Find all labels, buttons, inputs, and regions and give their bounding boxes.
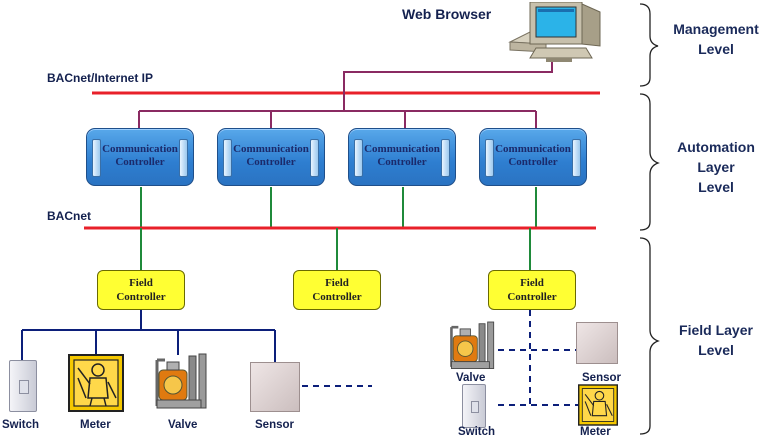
sensor-icon <box>576 322 618 364</box>
automation-brace <box>639 93 660 231</box>
sensor-label: Sensor <box>255 419 294 431</box>
controller-side-panel <box>572 139 581 177</box>
controller-side-panel <box>92 139 101 177</box>
field-controller[interactable]: Field Controller <box>97 270 185 310</box>
controller-side-panel <box>354 139 363 177</box>
switch-label: Switch <box>2 419 40 431</box>
switch-icon <box>462 384 486 428</box>
field-controller[interactable]: Field Controller <box>488 270 576 310</box>
meter-icon <box>578 384 618 426</box>
communication-controller-label: Communication Controller <box>233 143 309 168</box>
web-browser-label: Web Browser <box>402 6 492 22</box>
sensor-icon <box>250 362 300 412</box>
sensor-label: Sensor <box>582 372 621 384</box>
meter-icon <box>68 354 124 412</box>
browser-drop-wire <box>343 55 553 93</box>
communication-controller[interactable]: Communication Controller <box>479 128 587 186</box>
management-brace <box>639 3 659 87</box>
communication-controller-label: Communication Controller <box>495 143 571 168</box>
bacnet-label: BACnet <box>47 209 91 223</box>
communication-controller-label: Communication Controller <box>102 143 178 168</box>
controller-side-panel <box>223 139 232 177</box>
field-controller[interactable]: Field Controller <box>293 270 381 310</box>
switch-label: Switch <box>458 426 496 438</box>
field-level-label: Field Layer Level <box>679 322 753 358</box>
meter-label: Meter <box>580 426 611 438</box>
valve-icon <box>153 352 211 414</box>
field-brace <box>639 237 660 435</box>
controller-side-panel <box>485 139 494 177</box>
controller-side-panel <box>179 139 188 177</box>
communication-controller[interactable]: Communication Controller <box>217 128 325 186</box>
communication-controller[interactable]: Communication Controller <box>348 128 456 186</box>
bacnet-ip-label: BACnet/Internet IP <box>47 71 154 85</box>
valve-label: Valve <box>168 419 198 431</box>
communication-controller[interactable]: Communication Controller <box>86 128 194 186</box>
automation-level-label: Automation Layer Level <box>677 139 755 195</box>
communication-controller-label: Communication Controller <box>364 143 440 168</box>
computer-icon <box>506 1 606 64</box>
management-level-label: Management Level <box>673 21 759 57</box>
switch-icon <box>9 360 37 412</box>
controller-side-panel <box>441 139 450 177</box>
meter-label: Meter <box>80 419 111 431</box>
valve-icon <box>448 320 498 374</box>
controller-side-panel <box>310 139 319 177</box>
valve-label: Valve <box>456 372 486 384</box>
